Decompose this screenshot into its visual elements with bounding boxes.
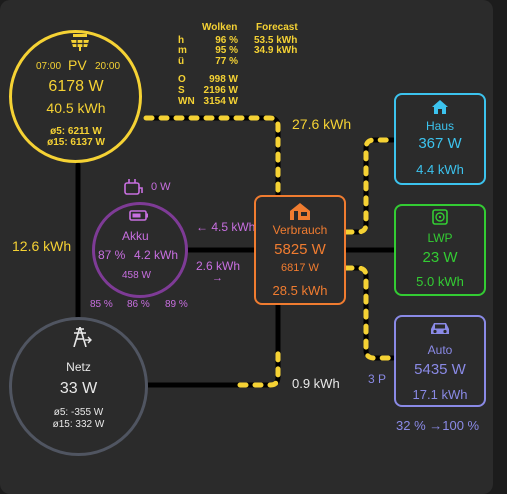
pv-avg5: ø5: 6211 W [50,126,102,137]
battery-power: 458 W [122,270,151,281]
grid-label: Netz [66,360,91,374]
flow-label-battery-in: ← 4.5 kWh [196,220,256,234]
device-lwp-power: 23 W [422,249,458,266]
battery-node[interactable] [92,202,188,298]
weather-extra-value: 998 W [209,74,238,85]
weather-row-key: h [178,35,185,46]
flow-dots-home-auto [343,265,396,361]
weather-row-clouds: 96 % [215,35,238,46]
device-haus-energy: 4.4 kWh [416,162,464,177]
home-energy: 28.5 kWh [272,283,328,298]
weather-row-clouds: 77 % [215,56,238,67]
flow-line-home-haus [343,137,396,235]
weather-header-forecast: Forecast [256,22,298,33]
pv-label: PV [68,57,87,73]
home-garage-icon [289,203,311,220]
device-lwp-label: LWP [427,231,453,245]
device-auto-soc: 32 % →100 % [396,418,480,433]
home-power: 5825 W [274,241,326,258]
weather-extra-value: 2196 W [203,85,238,96]
weather-extra-value: 3154 W [203,96,238,107]
device-haus-label: Haus [425,119,454,133]
ev-plug-icon [123,178,145,196]
home-power-secondary: 6817 W [281,262,319,274]
battery-energy: 4.2 kWh [134,248,179,262]
flow-label-battery-out-arrow: → [212,272,223,284]
device-auto-phases: 3 P [368,372,387,386]
grid-power: 33 W [59,380,98,397]
battery-charging-icon [129,210,149,221]
flow-label-pv-home: 27.6 kWh [292,116,352,132]
flow-dots-grid-home [237,343,281,388]
car-icon [429,321,451,336]
device-haus-power: 367 W [418,135,462,152]
battery-soc-history: 85 % [90,299,113,310]
battery-label: Akku [122,229,149,243]
flow-label-grid-home: 0.9 kWh [292,376,340,391]
home-icon [431,99,449,115]
device-auto-power: 5435 W [414,361,466,378]
heat-pump-icon [432,209,448,225]
pv-time-end: 20:00 [95,61,121,72]
battery-soc-history: 86 % [127,299,150,310]
device-auto-label: Auto [427,343,453,357]
weather-extra-key: WN [178,96,195,107]
flow-line-home-auto [343,265,396,361]
weather-row-clouds: 95 % [215,45,238,56]
flow-label-battery-out: 2.6 kWh [196,259,241,273]
weather-header-clouds: Wolken [202,22,238,33]
flow-dots-home-haus [343,137,396,235]
weather-row-key: ü [178,56,185,67]
grid-avg5: ø5: -355 W [53,407,104,418]
battery-soc-history: 89 % [165,299,188,310]
weather-extra-key: O [178,74,186,85]
pv-energy: 40.5 kWh [46,100,106,116]
device-lwp[interactable] [394,204,486,296]
flow-label-pv-grid: 12.6 kWh [12,238,72,254]
pv-node[interactable] [9,30,142,163]
weather-extra-key: S [178,85,185,96]
weather-row-forecast: 53.5 kWh [254,35,298,46]
energy-flow-card: 07:00 PV 20:00 6178 W 40.5 kWh ø5: 6211 … [0,0,493,494]
weather-row-forecast: 34.9 kWh [254,45,298,56]
solar-panel-icon [70,34,90,52]
transmission-tower-icon [70,327,92,347]
pv-avg15: ø15: 6137 W [47,137,105,148]
weather-table: Wolken Forecast h 96 % 53.5 kWh m 95 % 3… [174,22,314,112]
grid-avg15: ø15: 332 W [52,419,105,430]
pv-time-start: 07:00 [36,61,62,72]
device-auto-energy: 17.1 kWh [412,387,468,402]
weather-row-key: m [178,45,187,56]
flow-line-grid-home [127,301,281,388]
home-label: Verbrauch [272,223,328,237]
flow-dots-pv-home [143,115,281,199]
battery-soc: 87 % [98,248,126,262]
flow-lines [75,115,397,388]
pv-power: 6178 W [48,78,104,95]
device-lwp-energy: 5.0 kWh [416,274,464,289]
battery-plug-value: 0 W [151,181,171,193]
grid-node[interactable] [9,317,148,456]
